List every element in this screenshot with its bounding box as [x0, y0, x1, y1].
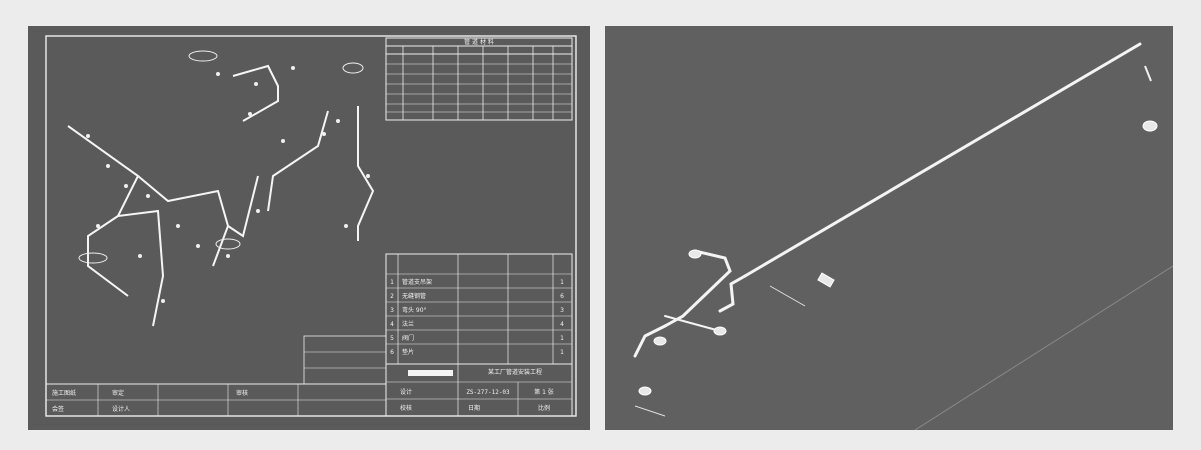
pipe-route	[67, 64, 375, 327]
material-table: 管 道 材 料	[385, 37, 573, 121]
support-fitting	[653, 336, 667, 346]
bom-row-no: 6	[390, 349, 394, 356]
bom-row-no: 5	[390, 335, 394, 342]
bom-row-desc: 管道支吊架	[402, 278, 432, 286]
support-fitting	[688, 249, 702, 259]
cad-drawing-canvas: 管 道 材 料 1 管道支吊架 1 2 无缝钢管 6 3 弯头 90° 3 4	[45, 35, 577, 417]
bom-row-no: 1	[390, 279, 394, 286]
cad-drawing-panel: 管 道 材 料 1 管道支吊架 1 2 无缝钢管 6 3 弯头 90° 3 4	[28, 26, 590, 430]
bom-row-qty: 1	[560, 335, 564, 342]
valve-body	[817, 272, 835, 288]
pipe-model	[633, 42, 1142, 358]
sign-mid-top: 审定	[112, 389, 124, 397]
sign-mid-bottom: 设计人	[112, 405, 130, 413]
bom-row-qty: 1	[560, 279, 564, 286]
bom-row-no: 4	[390, 321, 394, 328]
approve-label: 审核	[236, 389, 248, 397]
pipe-supports	[638, 120, 1158, 396]
title-highlight-bar	[408, 370, 453, 376]
check-label: 校核	[400, 404, 412, 412]
material-table-title: 管 道 材 料	[464, 38, 494, 46]
bom-row-qty: 1	[560, 349, 564, 356]
signature-block: 施工图纸 会签 审定 设计人 审核	[45, 383, 387, 417]
scale-label: 比例	[538, 404, 550, 412]
bom-row-desc: 法兰	[402, 320, 414, 328]
bom-table: 1 管道支吊架 1 2 无缝钢管 6 3 弯头 90° 3 4 法兰 4 5 阀…	[385, 253, 573, 365]
title-block: 某工厂管道安装工程 ZS-277-12-03 第 1 张 比例 设计 校核 日期	[385, 363, 573, 417]
bom-row-qty: 4	[560, 321, 564, 328]
flange-mark	[769, 285, 806, 307]
bom-row-desc: 垫片	[402, 348, 414, 356]
bom-row-no: 2	[390, 293, 394, 300]
revision-box	[303, 335, 387, 385]
bom-row-desc: 阀门	[402, 334, 414, 342]
drawing-frame	[45, 35, 577, 417]
sheet-number: 第 1 张	[534, 388, 554, 396]
date-label: 日期	[468, 404, 480, 412]
bom-row-no: 3	[390, 307, 394, 314]
design-label: 设计	[400, 388, 412, 396]
plane-edge	[914, 265, 1173, 430]
pipe-end-stub	[1144, 65, 1152, 82]
drawing-number: ZS-277-12-03	[466, 389, 510, 396]
bom-row-desc: 弯头 90°	[402, 306, 427, 314]
3d-model-panel	[605, 26, 1173, 430]
bom-row-qty: 3	[560, 307, 564, 314]
support-fitting	[1142, 120, 1158, 132]
project-name: 某工厂管道安装工程	[488, 368, 542, 376]
bom-row-qty: 6	[560, 293, 564, 300]
sign-left-bottom: 会签	[52, 405, 64, 413]
annotations	[78, 50, 370, 303]
3d-model-canvas	[633, 42, 1173, 430]
support-fitting	[638, 386, 652, 396]
support-fitting	[713, 326, 727, 336]
bom-row-desc: 无缝钢管	[402, 292, 426, 300]
sign-left-top: 施工图纸	[52, 389, 76, 397]
